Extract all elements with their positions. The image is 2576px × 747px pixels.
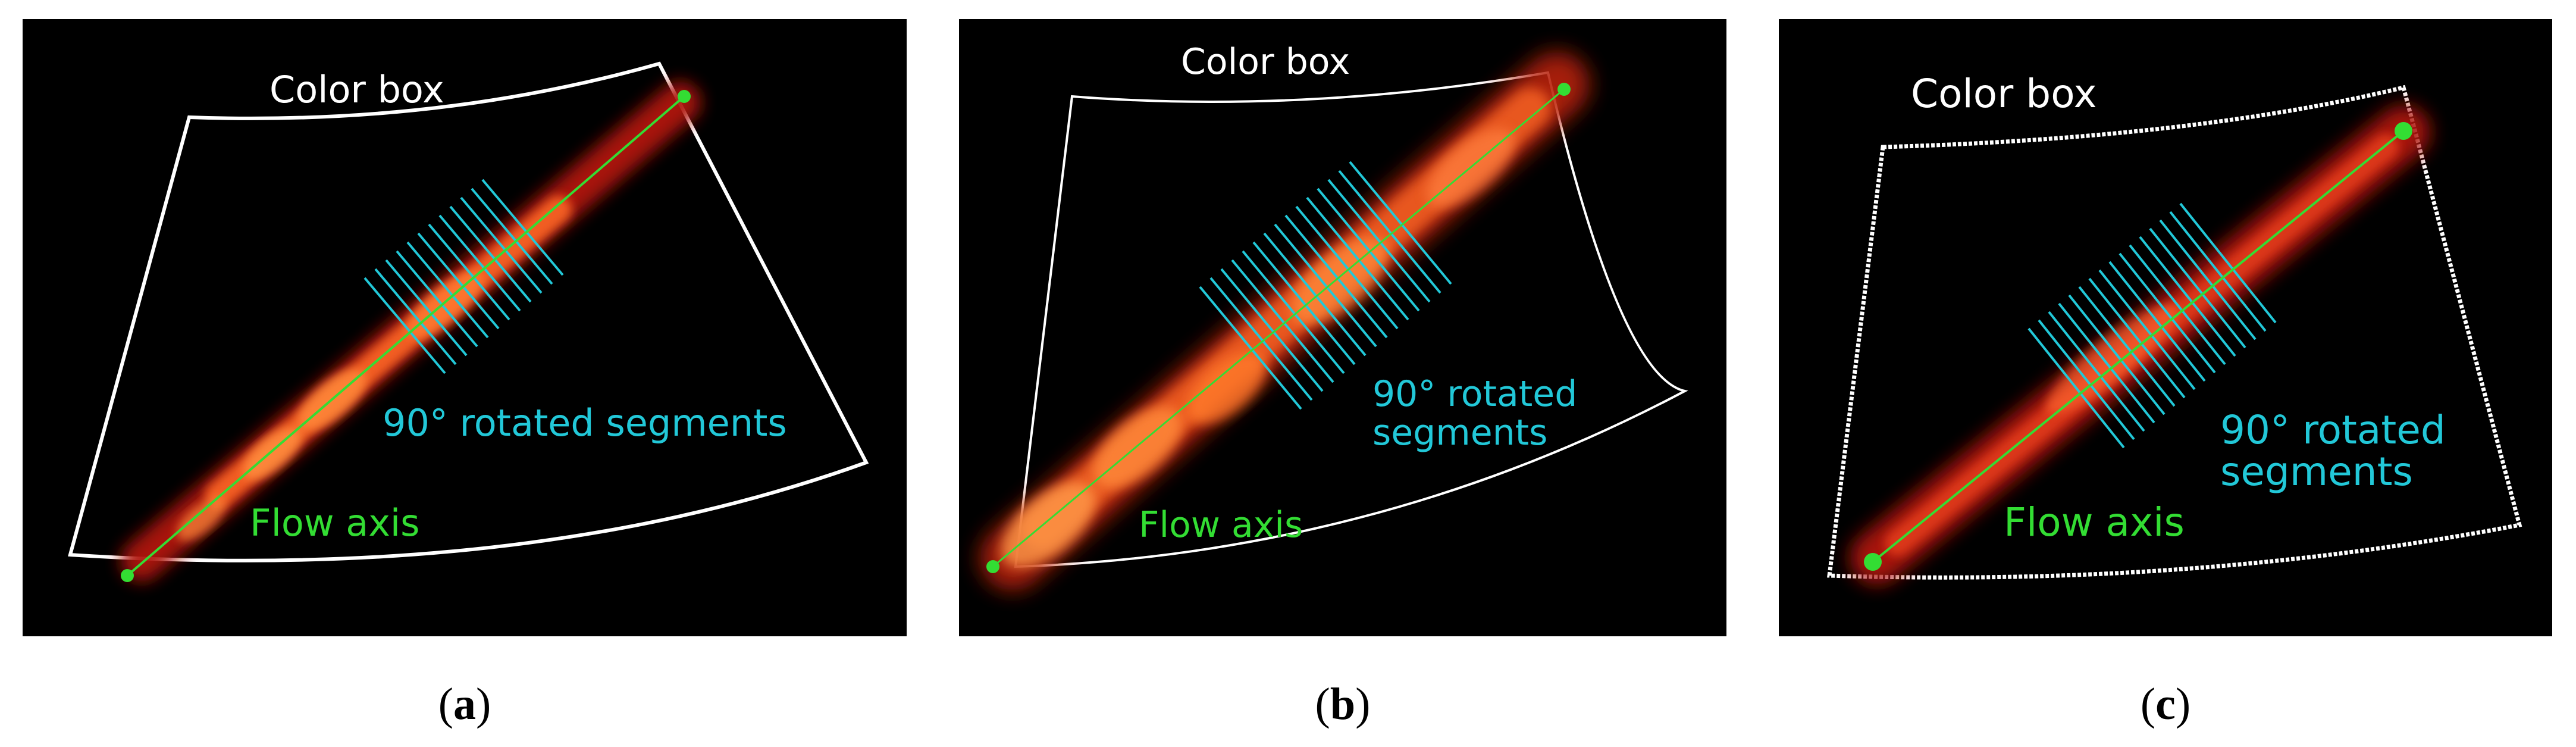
color-box-outline (1014, 71, 1688, 568)
caption-c-letter: c (2155, 679, 2176, 729)
segments-label-line2: segments (2220, 449, 2413, 495)
rotated-segments (2027, 202, 2277, 449)
color-box-label: Color box (1911, 71, 2097, 117)
caption-b-close: ) (1355, 679, 1371, 729)
flow-axis-end-point (1557, 83, 1571, 96)
caption-a-letter: a (453, 679, 476, 729)
caption-b: (b) (1283, 679, 1402, 730)
segments-label: 90° rotated segments (383, 401, 787, 445)
panel-c: Color box 90° rotated segments Flow axis (1779, 19, 2552, 636)
caption-a-close: ) (476, 679, 491, 729)
flow-axis-line (126, 95, 685, 577)
panel-b-diagram: Color box 90° rotated segments Flow axis (980, 41, 1688, 590)
caption-b-open: ( (1315, 679, 1330, 729)
segments-label-line2: segments (1372, 412, 1547, 454)
panel-c-diagram: Color box 90° rotated segments Flow axis (1827, 71, 2522, 585)
caption-c-close: ) (2175, 679, 2191, 729)
caption-b-letter: b (1330, 679, 1356, 729)
caption-a: (a) (405, 679, 524, 730)
rotated-segments (363, 179, 564, 374)
panel-a-diagram: Color box 90° rotated segments Flow axis (68, 61, 869, 582)
flow-axis-start-point (121, 569, 134, 582)
color-box-outline (1827, 85, 2522, 580)
flow-axis-start-point (1864, 553, 1882, 571)
color-box-outline (68, 61, 869, 562)
flow-axis-label: Flow axis (250, 501, 419, 545)
caption-c: (c) (2106, 679, 2225, 730)
flow-axis-line (992, 88, 1565, 568)
panel-a: Color box 90° rotated segments Flow axis (23, 19, 907, 636)
panel-b: Color box 90° rotated segments Flow axis (959, 19, 1726, 636)
caption-c-open: ( (2140, 679, 2156, 729)
flow-axis-end-point (678, 90, 691, 103)
flow-axis-start-point (986, 560, 999, 573)
flow-axis-line (1872, 130, 2405, 563)
color-box-label: Color box (1181, 41, 1350, 83)
color-box-label: Color box (269, 68, 444, 111)
segments-label-line1: 90° rotated (1372, 373, 1577, 415)
flow-axis-label: Flow axis (1139, 504, 1303, 546)
caption-a-open: ( (438, 679, 453, 729)
rotated-segments (1199, 161, 1452, 410)
segments-label-line1: 90° rotated (2220, 407, 2446, 453)
flow-axis-end-point (2395, 122, 2412, 140)
flow-axis-label: Flow axis (2004, 499, 2185, 545)
